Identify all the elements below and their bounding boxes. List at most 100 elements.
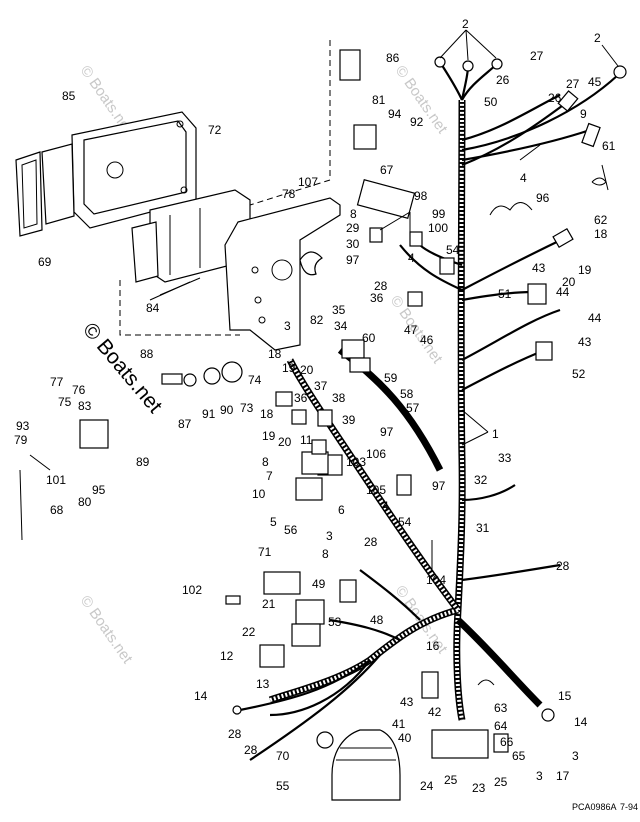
callout-105: 105 xyxy=(366,483,386,497)
callout-20: 20 xyxy=(300,363,314,377)
drawing-date: 7-94 xyxy=(620,802,638,812)
leader-line xyxy=(601,44,619,67)
harness-branch-diag-wrap xyxy=(288,359,460,612)
callout-18: 18 xyxy=(260,407,274,421)
bracket-hole xyxy=(254,296,262,304)
connector-42 xyxy=(421,671,439,699)
callout-85: 85 xyxy=(62,89,76,103)
connector-71 xyxy=(263,571,301,595)
callout-97: 97 xyxy=(432,479,446,493)
callout-97: 97 xyxy=(346,253,360,267)
spacer-74 xyxy=(275,391,293,407)
callout-39: 39 xyxy=(342,413,356,427)
connector-6 xyxy=(295,477,323,501)
main-plug-24 xyxy=(431,729,489,759)
callout-61: 61 xyxy=(602,139,616,153)
callout-31: 31 xyxy=(476,521,490,535)
callout-107: 107 xyxy=(298,175,318,189)
drawing-code: PCA0986A xyxy=(572,802,617,812)
callout-71: 71 xyxy=(258,545,272,559)
boot-55 xyxy=(331,729,401,801)
callout-74: 74 xyxy=(248,373,262,387)
callout-4: 4 xyxy=(408,251,415,265)
cover-screw xyxy=(176,120,184,128)
wire xyxy=(461,348,546,391)
part-98 xyxy=(356,178,416,220)
connector-54 xyxy=(439,257,455,275)
callout-26: 26 xyxy=(496,73,510,87)
guide-line xyxy=(249,40,331,206)
wire xyxy=(461,94,561,142)
callout-25: 25 xyxy=(444,773,458,787)
callout-70: 70 xyxy=(276,749,290,763)
connector-99 xyxy=(409,231,423,247)
washer-73 xyxy=(221,361,243,383)
connector-36 xyxy=(317,409,333,427)
callout-58: 58 xyxy=(400,387,414,401)
callout-93: 93 xyxy=(16,419,30,433)
callout-48: 48 xyxy=(370,613,384,627)
callout-28: 28 xyxy=(228,727,242,741)
callout-75: 75 xyxy=(58,395,72,409)
connector-48 xyxy=(339,579,357,603)
connector-65 xyxy=(493,733,509,753)
callout-47: 47 xyxy=(404,323,418,337)
cover-hole xyxy=(106,161,124,179)
callout-42: 42 xyxy=(428,705,442,719)
callout-82: 82 xyxy=(310,313,324,327)
callout-98: 98 xyxy=(414,189,428,203)
callout-27: 27 xyxy=(566,77,580,91)
callout-94: 94 xyxy=(388,107,402,121)
connector-59 xyxy=(349,357,371,373)
connector-18 xyxy=(552,227,574,249)
callout-32: 32 xyxy=(474,473,488,487)
connector-7 xyxy=(301,451,329,475)
callout-30: 30 xyxy=(346,237,360,251)
callout-99: 99 xyxy=(432,207,446,221)
callout-14: 14 xyxy=(574,715,588,729)
wire xyxy=(249,654,381,761)
relay-81 xyxy=(339,49,361,81)
callout-37: 37 xyxy=(314,379,328,393)
lead-68 xyxy=(19,469,23,541)
bracket-hole xyxy=(271,259,293,281)
wire xyxy=(359,569,421,621)
connector-22 xyxy=(291,623,321,647)
callout-95: 95 xyxy=(92,483,106,497)
bracket-hole xyxy=(251,266,259,274)
callout-22: 22 xyxy=(242,625,256,639)
nut-91 xyxy=(183,373,197,387)
wiring-harness xyxy=(239,61,619,761)
callout-97: 97 xyxy=(380,425,394,439)
part-30 xyxy=(369,227,383,243)
connector-60 xyxy=(341,339,365,359)
grommet-70 xyxy=(316,731,334,749)
callout-78: 78 xyxy=(282,187,296,201)
callout-5: 5 xyxy=(270,515,277,529)
connector-11 xyxy=(311,439,327,455)
callout-8: 8 xyxy=(322,547,329,561)
callout-3: 3 xyxy=(536,769,543,783)
callout-83: 83 xyxy=(78,399,92,413)
wire xyxy=(461,74,619,152)
wire xyxy=(239,659,371,712)
wire xyxy=(461,237,566,291)
module-seal-inner xyxy=(21,159,38,229)
wire xyxy=(399,244,463,292)
connector-21 xyxy=(295,599,325,625)
callout-36: 36 xyxy=(294,391,308,405)
callout-66: 66 xyxy=(500,735,514,749)
leader-lines xyxy=(379,29,619,446)
callout-10: 10 xyxy=(252,487,266,501)
callout-55: 55 xyxy=(276,779,290,793)
callout-18: 18 xyxy=(594,227,608,241)
callout-41: 41 xyxy=(392,717,406,731)
callout-3: 3 xyxy=(572,749,579,763)
leader-line xyxy=(439,29,467,59)
leader-line xyxy=(465,29,497,59)
callout-80: 80 xyxy=(78,495,92,509)
callout-87: 87 xyxy=(178,417,192,431)
callout-16: 16 xyxy=(426,639,440,653)
callout-18: 18 xyxy=(268,347,282,361)
callout-72: 72 xyxy=(208,123,222,137)
